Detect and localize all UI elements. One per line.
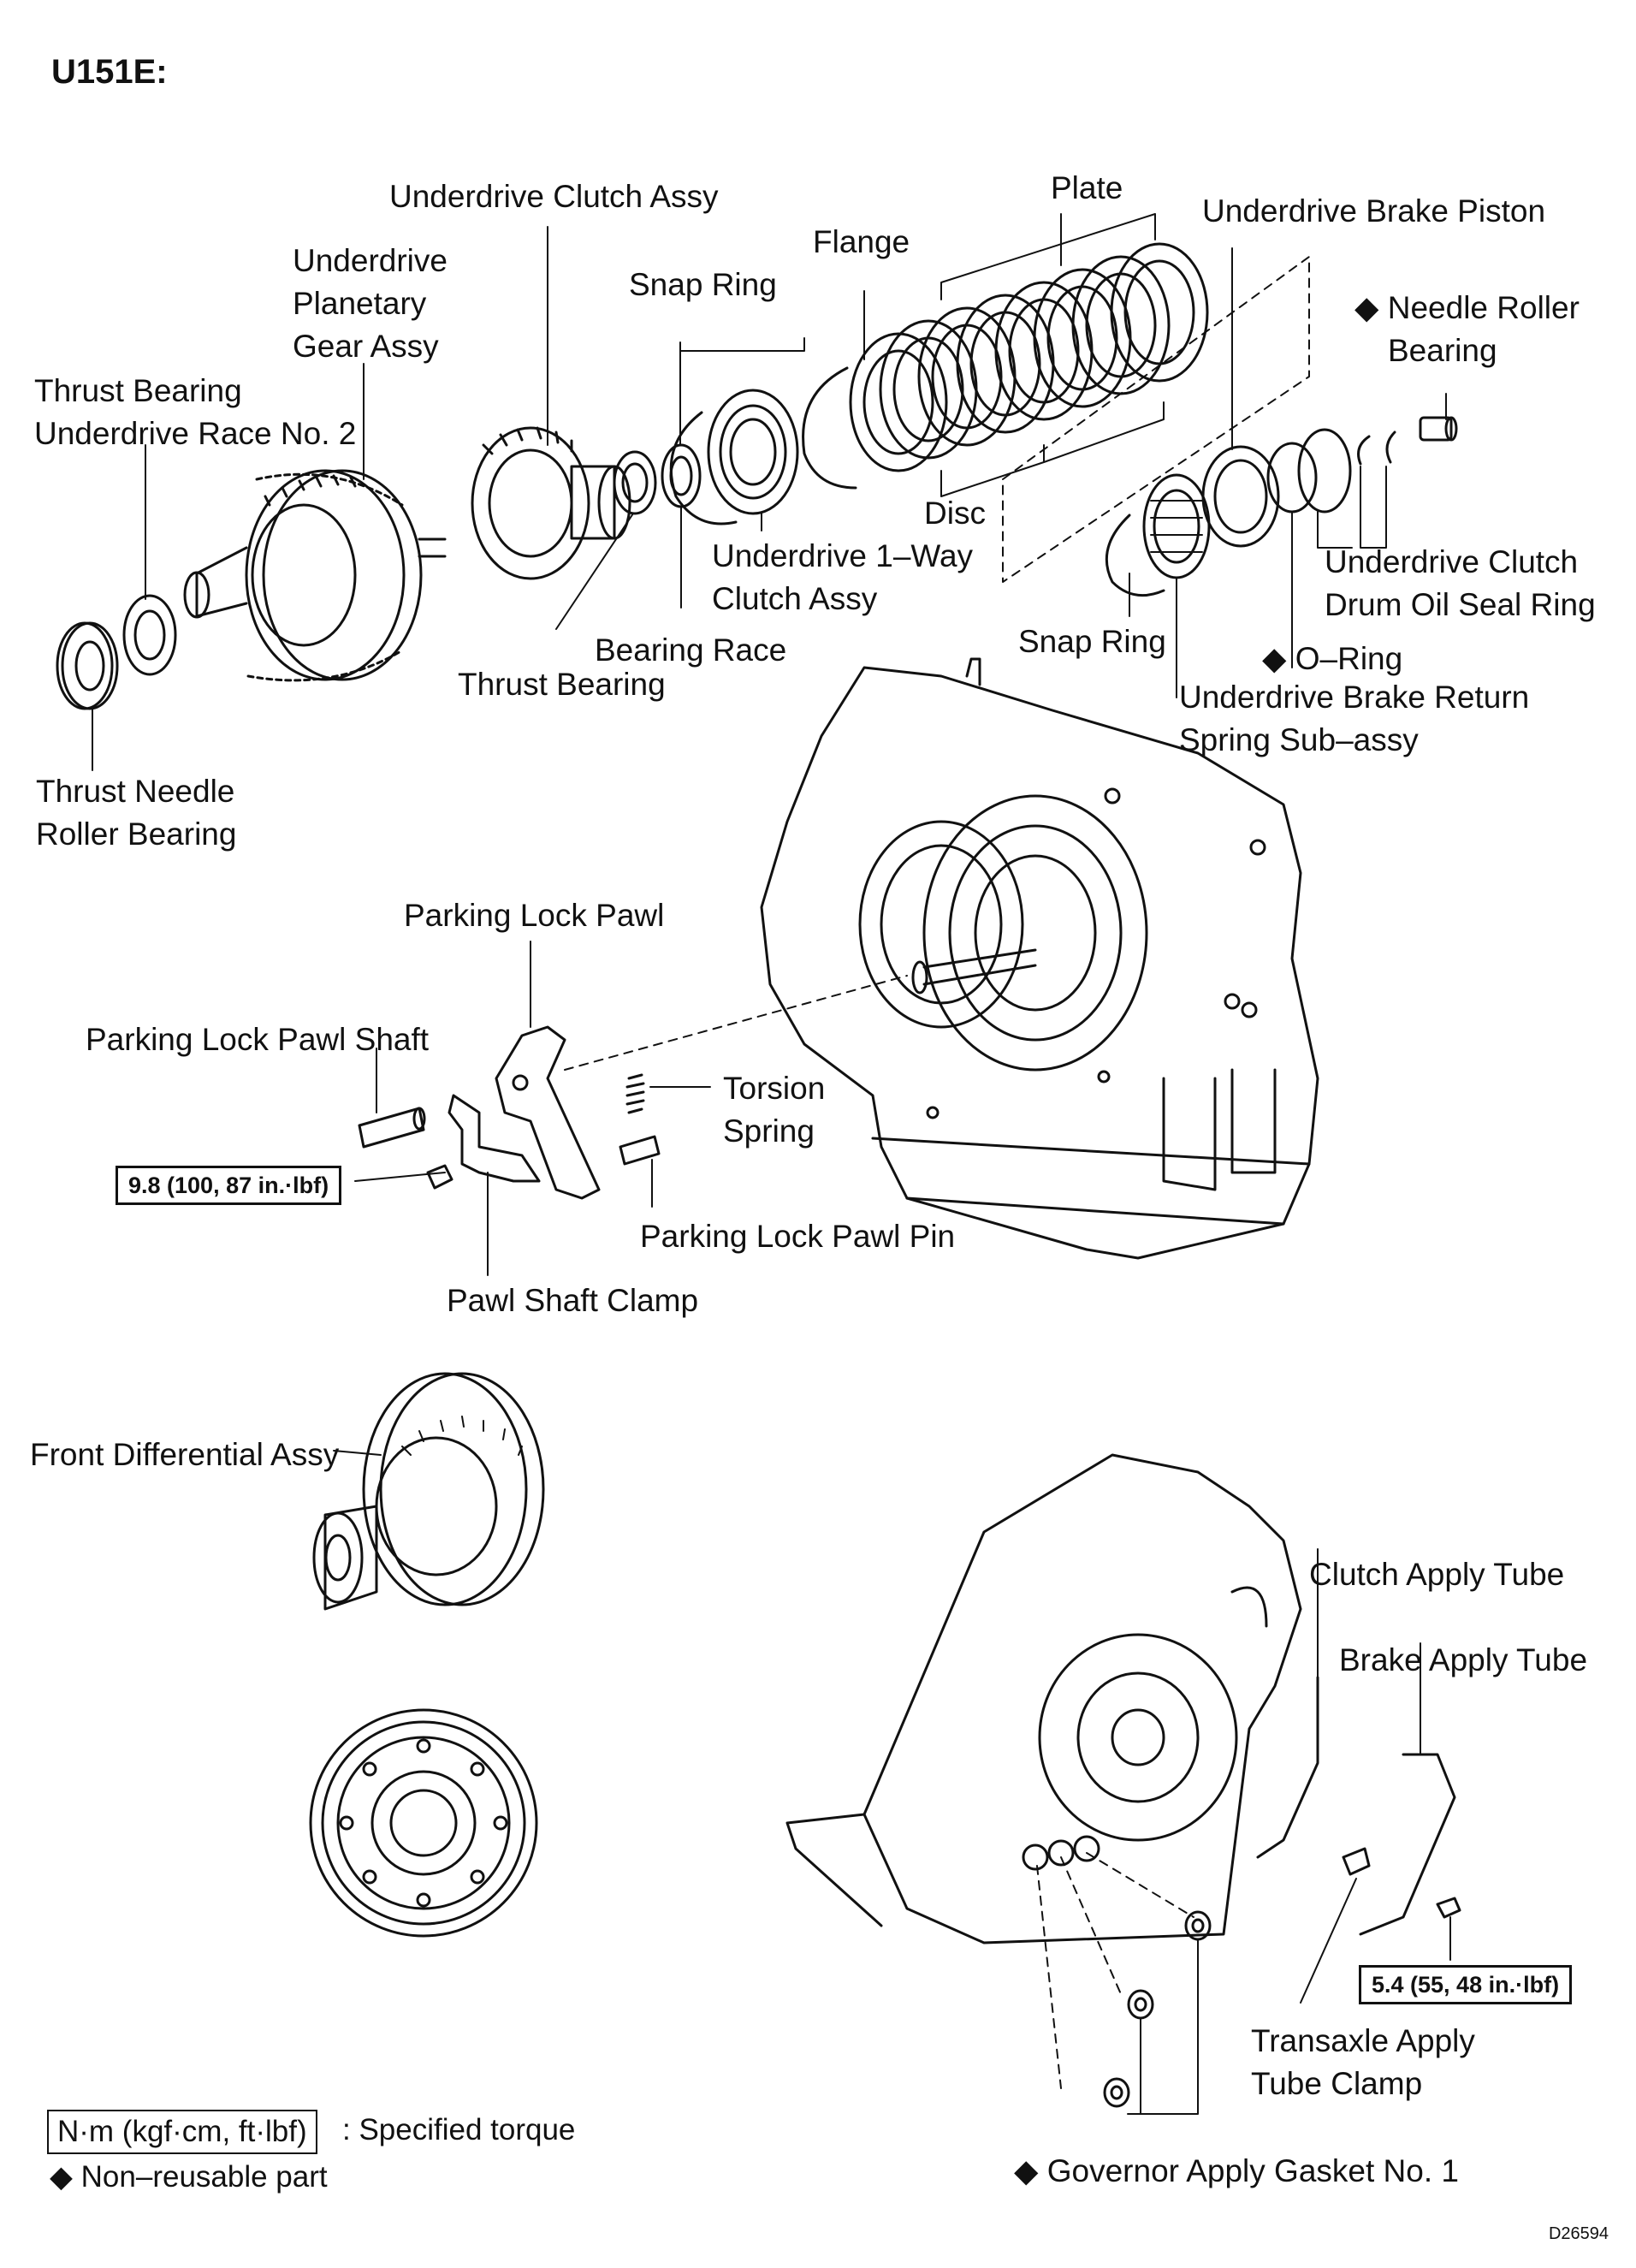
needle-roller-bearing-part [1419,416,1458,442]
legend-nonreusable-text: Non–reusable part [80,2160,328,2194]
label-return-spring-2: Spring Sub–assy [1179,722,1419,757]
nonreusable-symbol: ◆ [1014,2153,1039,2188]
label-needle-roller-1: Needle Roller [1387,290,1580,325]
label-transaxle-clamp-1: Transaxle Apply [1251,2023,1475,2058]
label-snap-ring-top: Snap Ring [629,267,777,302]
torsion-spring-part [625,1073,645,1114]
nonreusable-symbol: ◆ [1262,641,1287,676]
thrust-bearing-part [613,450,657,515]
legend-nonreusable: ◆ Non–reusable part [50,2157,328,2198]
parking-lock-pawl-pin-part [619,1135,661,1166]
legend-torque-desc: : Specified torque [342,2113,576,2146]
label-thrust-bearing-race-1: Thrust Bearing [34,373,242,408]
drum-oil-seal-ring-part [1297,428,1352,514]
label-return-spring-1: Underdrive Brake Return [1179,680,1530,715]
label-transaxle-clamp-2: Tube Clamp [1251,2066,1423,2101]
thrust-needle-roller-bearing-part [56,621,119,710]
label-o-ring: ◆ O–Ring [1262,638,1402,680]
label-thrust-needle-1: Thrust Needle [36,774,235,809]
clutch-plate-disc-stack [849,242,1209,472]
label-disc: Disc [924,496,986,531]
ring-gear-part [309,1708,538,1938]
parking-lock-pawl-part [495,1025,601,1200]
governor-apply-gaskets-part [1103,1910,1212,2108]
transaxle-case-drawing [760,657,1319,1260]
transaxle-rear-drawing [785,1453,1302,1944]
label-snap-ring-lower: Snap Ring [1018,624,1166,659]
label-governor-gasket: ◆ Governor Apply Gasket No. 1 [1014,2150,1459,2193]
label-underdrive-planetary-1: Underdrive [293,243,448,278]
label-underdrive-one-way-2: Clutch Assy [712,581,878,616]
tube-clamp-bolt-part [1436,1897,1461,1919]
underdrive-one-way-clutch-part [707,389,799,515]
clutch-drum-seal-rings-part [1357,430,1396,466]
label-thrust-bearing: Thrust Bearing [458,667,666,702]
label-plate: Plate [1051,170,1123,205]
front-differential-assy-part [312,1372,545,1611]
underdrive-clutch-assy-part [471,426,631,580]
snap-ring-second-part [802,366,857,490]
pawl-alignment-line [564,975,908,1071]
figure-code: D26594 [1548,2224,1609,2243]
leader-lines [92,213,1451,2115]
label-governor-gasket-text: Governor Apply Gasket No. 1 [1046,2153,1459,2188]
page-title: U151E: [51,53,168,91]
label-underdrive-clutch-assy: Underdrive Clutch Assy [389,179,719,214]
underdrive-brake-piston-part [1201,445,1280,548]
snap-ring-upper-part [669,411,738,525]
label-parking-lock-pawl: Parking Lock Pawl [404,898,665,933]
label-underdrive-planetary-3: Gear Assy [293,329,439,364]
alignment-dashed-outline [1002,256,1310,583]
label-bearing-race: Bearing Race [595,632,787,668]
label-o-ring-text: O–Ring [1295,641,1403,676]
label-underdrive-one-way-1: Underdrive 1–Way [712,538,974,573]
bearing-race-part [661,443,702,508]
label-drum-oil-seal-1: Underdrive Clutch [1325,544,1579,579]
torque-spec-pawl-clamp: 9.8 (100, 87 in.·lbf) [116,1166,342,1205]
torque-spec-tube-clamp: 5.4 (55, 48 in.·lbf) [1359,1965,1573,2004]
label-flange: Flange [813,224,910,259]
label-torsion-spring-1: Torsion [723,1071,826,1106]
transaxle-apply-tube-clamp-part [1342,1847,1371,1876]
label-underdrive-planetary-2: Planetary [293,286,427,321]
label-front-differential-assy: Front Differential Assy [30,1437,340,1472]
parking-lock-pawl-shaft-part [358,1107,426,1149]
legend-torque-unit: N·m (kgf·cm, ft·lbf) [47,2110,317,2154]
gasket-alignment-lines [1036,1852,1194,2089]
return-spring-sub-assy-part [1142,473,1211,579]
label-clutch-apply-tube: Clutch Apply Tube [1309,1557,1565,1592]
pawl-shaft-clamp-part [426,1094,541,1190]
brake-apply-tube-part [1359,1753,1456,1936]
label-torsion-spring-2: Spring [723,1113,815,1149]
label-drum-oil-seal-2: Drum Oil Seal Ring [1325,587,1596,622]
label-thrust-bearing-race-2: Underdrive Race No. 2 [34,416,357,451]
clutch-apply-tube-part [1256,1676,1319,1859]
nonreusable-symbol: ◆ [1354,290,1379,325]
label-pawl-shaft-clamp: Pawl Shaft Clamp [447,1283,699,1318]
label-brake-apply-tube: Brake Apply Tube [1339,1642,1588,1677]
snap-ring-lower-part [1105,514,1165,597]
nonreusable-symbol: ◆ [50,2160,73,2194]
label-parking-lock-pawl-pin: Parking Lock Pawl Pin [640,1219,956,1254]
label-underdrive-brake-piston: Underdrive Brake Piston [1202,193,1546,229]
thrust-bearing-race-part [122,594,177,676]
underdrive-planetary-gear-part [183,469,447,682]
label-parking-lock-pawl-shaft: Parking Lock Pawl Shaft [86,1022,430,1057]
label-needle-roller-bearing: ◆ Needle Roller [1354,287,1580,330]
label-thrust-needle-2: Roller Bearing [36,816,237,852]
label-needle-roller-2: Bearing [1388,333,1497,368]
